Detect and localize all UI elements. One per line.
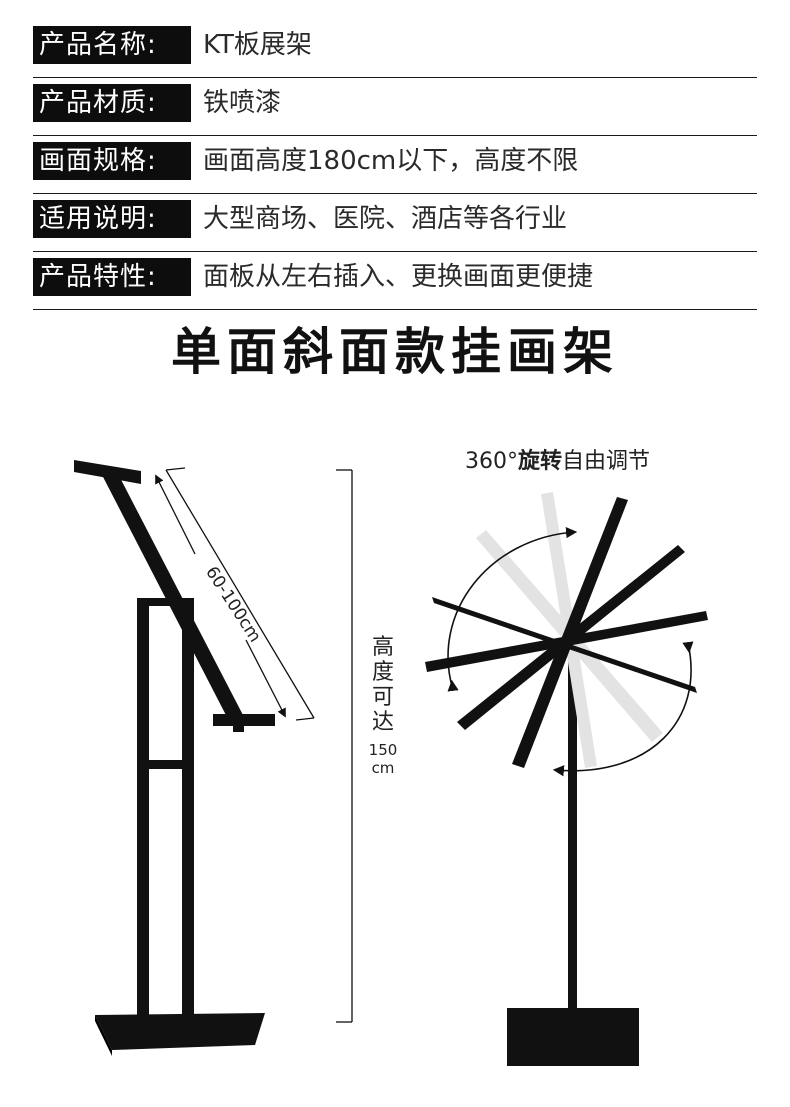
- stand-leg-left: [137, 598, 149, 1016]
- rotation-caption: 360°旋转自由调节: [465, 443, 650, 475]
- height-char: 达: [371, 710, 394, 735]
- rotation-degree: 360°: [465, 449, 518, 474]
- stand-top-bar: [137, 598, 194, 606]
- product-diagram: [74, 460, 708, 1066]
- page-title: 单面斜面款挂画架: [171, 323, 619, 381]
- spec-value: 大型商场、医院、酒店等各行业: [203, 204, 568, 234]
- spec-row-size: 画面规格: 画面高度180cm以下，高度不限: [33, 136, 757, 194]
- height-value: 150: [368, 741, 398, 759]
- spec-table: 产品名称: KT板展架 产品材质: 铁喷漆 画面规格: 画面高度180cm以下，…: [33, 20, 757, 310]
- spec-row-material: 产品材质: 铁喷漆: [33, 78, 757, 136]
- stand-base: [507, 1008, 639, 1066]
- spec-value: 铁喷漆: [203, 88, 282, 118]
- height-char: 可: [371, 685, 394, 710]
- panel-size-dimension: [155, 467, 315, 721]
- spec-label: 产品名称:: [33, 26, 191, 64]
- spec-label: 画面规格:: [33, 142, 191, 180]
- spec-row-name: 产品名称: KT板展架: [33, 20, 757, 78]
- panel-bottom-clip: [213, 714, 275, 726]
- height-unit: cm: [371, 759, 395, 777]
- spec-label: 产品材质:: [33, 84, 191, 122]
- stand-mid-bar: [137, 760, 194, 769]
- spec-value: 画面高度180cm以下，高度不限: [203, 146, 579, 176]
- height-dimension: [336, 469, 353, 1023]
- panel-top-clip: [74, 460, 141, 484]
- spec-value: KT板展架: [203, 30, 312, 60]
- stand-leg-right: [182, 606, 194, 1016]
- rotating-panels: [425, 497, 708, 768]
- tilted-panel-arm: [101, 470, 244, 721]
- height-label: 高 度 可 达 150 cm: [368, 635, 398, 777]
- rotating-stand-illustration: [425, 492, 708, 1066]
- spec-label: 产品特性:: [33, 258, 191, 296]
- rotation-bold-text: 旋转: [518, 449, 563, 474]
- rotation-arrows: [447, 527, 694, 777]
- rotation-rest-text: 自由调节: [562, 449, 651, 474]
- tilted-stand-illustration: [74, 460, 353, 1056]
- spec-value: 面板从左右插入、更换画面更便捷: [203, 262, 594, 292]
- spec-label: 适用说明:: [33, 200, 191, 238]
- height-char: 高: [371, 635, 394, 660]
- stand-pole: [568, 645, 577, 1010]
- stand-base: [95, 1013, 265, 1050]
- height-char: 度: [371, 660, 394, 685]
- spec-row-feature: 产品特性: 面板从左右插入、更换画面更便捷: [33, 252, 757, 310]
- spec-row-usage: 适用说明: 大型商场、医院、酒店等各行业: [33, 194, 757, 252]
